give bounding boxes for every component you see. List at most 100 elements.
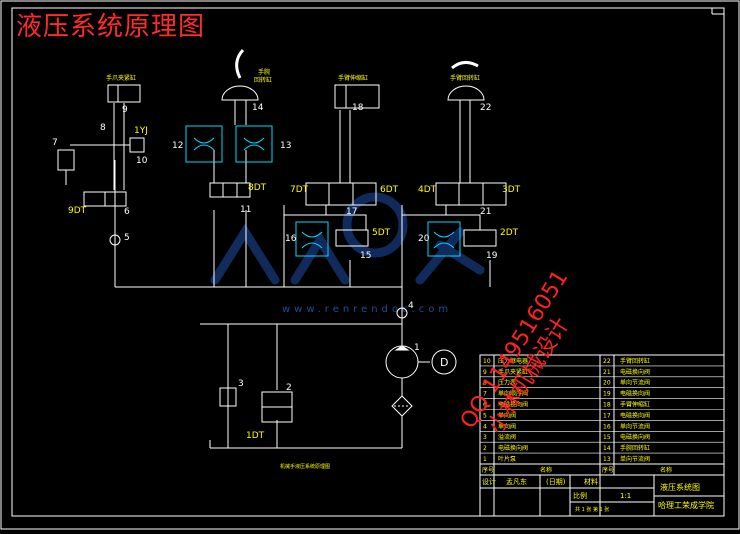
sequence-valve-7: [57, 149, 75, 171]
bom-cell-no2: 18: [603, 402, 611, 409]
component-numbers: 9 8 10 7 6 5 14 12 13 11 18 17 16 15 22 …: [52, 103, 498, 393]
svg-text:材料: 材料: [584, 477, 598, 486]
bom-cell-no2: 22: [603, 358, 611, 365]
motor-letter: D: [440, 356, 448, 369]
svg-text:15: 15: [360, 251, 371, 261]
bom-cell-no: 10: [483, 358, 491, 365]
bom-cell-no: 3: [483, 434, 487, 441]
oil-filter: [391, 395, 413, 417]
svg-text:20: 20: [418, 234, 430, 244]
bom-cell-no2: 13: [603, 456, 611, 463]
bom-cell-no2: 16: [603, 423, 611, 430]
circuit-lines: [70, 100, 491, 449]
bom-cell-name2: 单向节流阀: [620, 379, 650, 387]
svg-text:21: 21: [480, 207, 491, 217]
bom-cell-no: 9: [483, 369, 487, 376]
inner-frame: [11, 7, 725, 517]
svg-text:12: 12: [172, 141, 183, 151]
bom-cell-name: 电磁换向阀: [498, 401, 528, 409]
bom-cell-no2: 15: [603, 434, 611, 441]
throttle-valve-20: [427, 221, 461, 257]
bom-cell-no: 6: [483, 402, 487, 409]
label-arm-rotary: 手臂回转缸: [450, 74, 480, 82]
svg-text:名称: 名称: [660, 466, 672, 474]
svg-text:孟凡东: 孟凡东: [506, 477, 527, 486]
electric-motor: [431, 349, 457, 375]
bom-cell-name: 单向阀: [498, 411, 516, 419]
svg-text:液压系统图: 液压系统图: [660, 482, 700, 492]
svg-text:1DT: 1DT: [246, 431, 265, 441]
svg-text:13: 13: [280, 141, 291, 151]
directional-valve-19: [463, 229, 497, 247]
svg-text:名称: 名称: [540, 466, 552, 474]
svg-text:10: 10: [136, 156, 148, 166]
bom-cell-no2: 20: [603, 380, 611, 387]
relief-valve-3: [219, 387, 237, 407]
svg-text:22: 22: [480, 103, 491, 113]
bom-cell-name: 溢流阀: [498, 433, 516, 441]
svg-text:8DT: 8DT: [248, 183, 267, 193]
directional-valve-15: [335, 229, 369, 247]
pressure-switch-10: [129, 137, 145, 153]
throttle-valve-16: [295, 221, 329, 257]
bom-cell-name: 电磁换向阀: [498, 444, 528, 452]
svg-text:11: 11: [240, 205, 251, 215]
throttle-valve-12: [185, 125, 223, 163]
page-title: 液压系统原理图: [16, 12, 206, 42]
svg-text:5DT: 5DT: [372, 228, 391, 238]
label-clamp-cylinder: 手爪夹紧缸: [106, 74, 136, 82]
label-wrist-line2: 回转缸: [254, 76, 272, 84]
svg-text:共 1 张 第 1 张: 共 1 张 第 1 张: [575, 506, 609, 513]
bom-cell-name2: 电磁换向阀: [620, 411, 650, 419]
svg-text:哈理工荣成学院: 哈理工荣成学院: [658, 500, 714, 510]
svg-text:1: 1: [414, 343, 420, 353]
svg-text:4DT: 4DT: [418, 185, 437, 195]
bom-cell-no2: 17: [603, 412, 611, 419]
svg-text:9: 9: [122, 105, 128, 115]
bom-cell-no2: 14: [603, 445, 611, 452]
svg-text:6DT: 6DT: [380, 185, 399, 195]
svg-text:8: 8: [100, 123, 106, 133]
bom-cell-name: 单向阀: [498, 422, 516, 430]
label-wrist-line1: 手腕: [258, 68, 270, 76]
bom-cell-no: 4: [483, 423, 487, 430]
wrist-rotary-actuator-14: [221, 85, 259, 101]
component-name-labels: 手爪夹紧缸 手臂伸缩缸 手臂回转缸 1YJ: [106, 74, 480, 136]
bom-cell-no: 7: [483, 391, 487, 398]
bom-header: 序号 名称 序号 名称: [482, 466, 672, 474]
bom-cell-name2: 手臂伸缩缸: [620, 401, 650, 409]
svg-text:19: 19: [486, 251, 498, 261]
label-wrist-rotary: 手腕 回转缸: [254, 68, 272, 84]
arm-rotary-actuator-22: [447, 85, 485, 101]
svg-text:(日期): (日期): [546, 478, 566, 486]
label-arm-telescopic: 手臂伸缩缸: [338, 74, 368, 82]
bom-cell-name: 单向顺序阀: [498, 390, 528, 398]
svg-text:设计: 设计: [482, 477, 496, 486]
arm-telescopic-cylinder-18: [334, 84, 380, 109]
directional-valve-11: [209, 182, 251, 198]
svg-text:1:1: 1:1: [620, 492, 631, 500]
svg-text:序号: 序号: [602, 466, 614, 474]
svg-text:18: 18: [352, 103, 364, 113]
bom-cell-name2: 电磁换向阀: [620, 368, 650, 376]
bom-cell-no2: 19: [603, 391, 611, 398]
bom-cell-name: 叶片泵: [498, 455, 516, 463]
bom-cell-name: 压力继电器: [498, 357, 528, 365]
svg-text:5: 5: [124, 233, 130, 243]
bom-cell-name2: 手腕回转缸: [620, 444, 650, 452]
throttle-valve-13: [235, 125, 273, 163]
bom-cell-no: 1: [483, 456, 487, 463]
diagram-caption: 机械手液压系统原理图: [280, 463, 330, 470]
svg-text:2: 2: [286, 383, 292, 393]
watermark-logo: [210, 192, 485, 285]
svg-text:比例: 比例: [573, 491, 587, 500]
bom-cell-name2: 单向节流阀: [620, 455, 650, 463]
svg-text:17: 17: [346, 207, 357, 217]
bom-cell-name: 压力表: [498, 379, 516, 387]
bom-cell-no: 5: [483, 412, 487, 419]
svg-text:3DT: 3DT: [502, 185, 521, 195]
solenoid-labels: 9DT 8DT 7DT 6DT 5DT 4DT 3DT 2DT 1DT: [68, 183, 521, 441]
bom-cell-no2: 21: [603, 369, 611, 376]
